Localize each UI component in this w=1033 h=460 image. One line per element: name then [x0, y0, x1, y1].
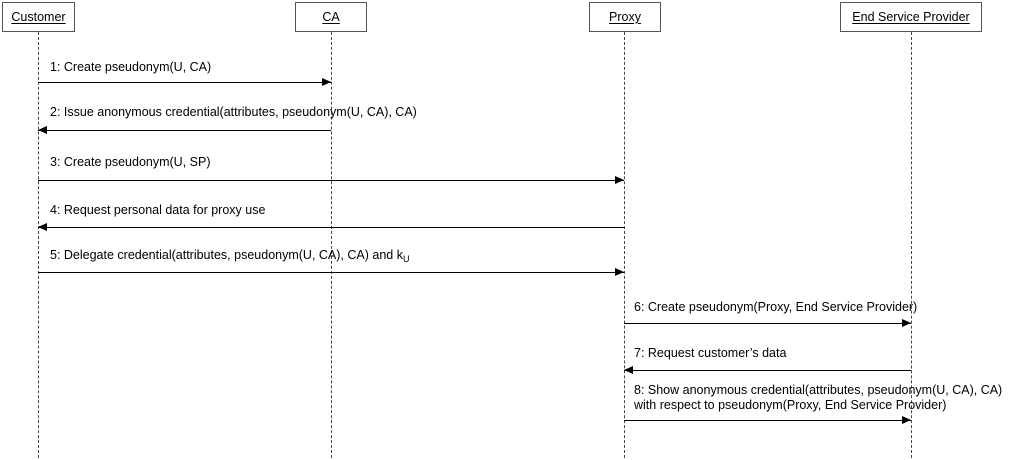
lifeline-proxy [624, 32, 625, 458]
participant-box-ca[interactable]: CA [295, 2, 367, 32]
message-label-6: 6: Create pseudonym(Proxy, End Service P… [634, 300, 917, 315]
message-label-line: 7: Request customer’s data [634, 346, 787, 360]
message-line-1 [38, 82, 331, 83]
message-label-5: 5: Delegate credential(attributes, pseud… [50, 248, 409, 264]
message-label-line: 3: Create pseudonym(U, SP) [50, 155, 211, 169]
message-label-2: 2: Issue anonymous credential(attributes… [50, 105, 417, 120]
participant-box-customer[interactable]: Customer [2, 2, 75, 32]
message-label-8: 8: Show anonymous credential(attributes,… [634, 383, 1002, 413]
message-label-line: 5: Delegate credential(attributes, pseud… [50, 248, 410, 264]
message-label-1: 1: Create pseudonym(U, CA) [50, 60, 211, 75]
message-line-3 [38, 180, 624, 181]
message-label-line: with respect to pseudonym(Proxy, End Ser… [634, 398, 947, 412]
message-label-subscript: U [402, 254, 410, 264]
participant-box-end-service-provider[interactable]: End Service Provider [840, 2, 982, 32]
arrow-head-right-icon [902, 416, 911, 424]
arrow-head-left-icon [38, 126, 47, 134]
message-line-5 [38, 272, 624, 273]
participant-label: CA [322, 9, 340, 24]
message-line-8 [624, 420, 911, 421]
message-label-line: 4: Request personal data for proxy use [50, 203, 266, 217]
arrow-head-right-icon [902, 319, 911, 327]
message-line-2 [38, 130, 331, 131]
arrow-head-left-icon [38, 223, 47, 231]
participant-label: Proxy [609, 9, 641, 24]
message-label-4: 4: Request personal data for proxy use [50, 203, 265, 218]
message-line-4 [38, 227, 624, 228]
message-label-line: 8: Show anonymous credential(attributes,… [634, 383, 1003, 397]
lifeline-ca [331, 32, 332, 458]
participant-label: Customer [11, 9, 66, 24]
arrow-head-right-icon [322, 78, 331, 86]
participant-label: End Service Provider [852, 9, 970, 24]
message-line-6 [624, 323, 911, 324]
arrow-head-right-icon [615, 176, 624, 184]
arrow-head-right-icon [615, 268, 624, 276]
lifeline-customer [38, 32, 39, 458]
message-label-3: 3: Create pseudonym(U, SP) [50, 155, 211, 170]
participant-box-proxy[interactable]: Proxy [589, 2, 661, 32]
lifeline-end-service-provider [911, 32, 912, 458]
arrow-head-left-icon [624, 366, 633, 374]
message-label-line: 6: Create pseudonym(Proxy, End Service P… [634, 300, 918, 314]
message-label-line: 2: Issue anonymous credential(attributes… [50, 105, 417, 119]
message-label-7: 7: Request customer’s data [634, 346, 786, 361]
message-line-7 [624, 370, 911, 371]
message-label-line: 1: Create pseudonym(U, CA) [50, 60, 212, 74]
